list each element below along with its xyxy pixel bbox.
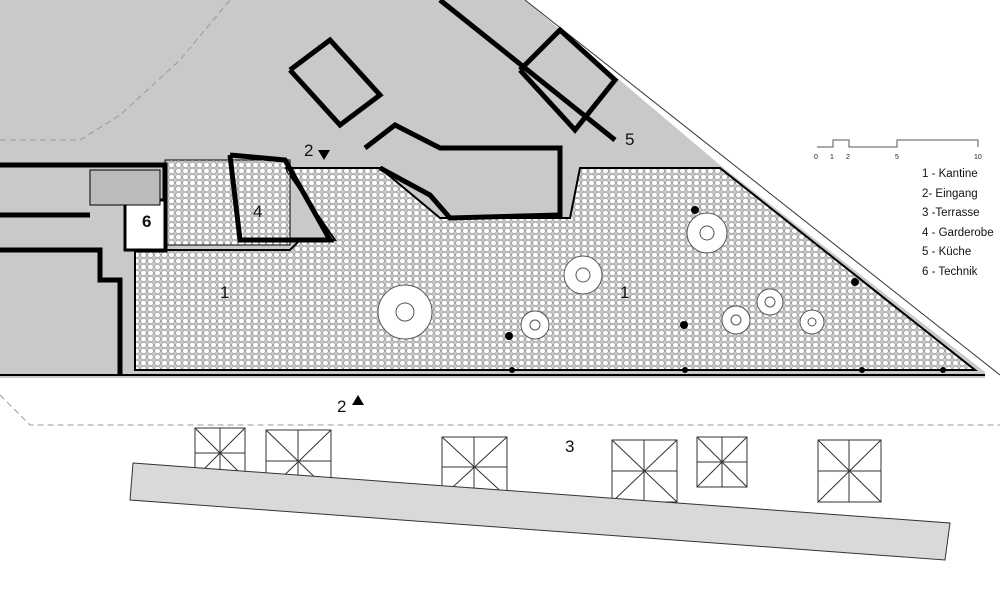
label-kueche: 5 [625, 130, 635, 149]
dashed-outline [0, 394, 1000, 426]
stair-core [89, 169, 161, 206]
label-kantine: 1 [220, 283, 230, 302]
street-edge [524, 0, 1000, 376]
label-kantine: 1 [620, 283, 630, 302]
bench [129, 462, 951, 561]
legend: 1 - Kantine 2- Eingang 3 -Terrasse 4 - G… [922, 165, 994, 282]
legend-item: 3 -Terrasse [922, 207, 980, 219]
scale-tick: 0 [814, 154, 818, 161]
legend-item: 6 - Technik [922, 265, 978, 278]
technik-room [123, 198, 167, 252]
scale-tick: 2 [846, 154, 850, 161]
label-technik: 6 [142, 212, 152, 231]
entrance-marker-bottom [352, 395, 364, 405]
legend-item: 2- Eingang [922, 187, 978, 200]
label-eingang: 2 [304, 141, 314, 160]
label-garderobe: 4 [253, 202, 263, 221]
dashed-outline [0, 0, 231, 141]
legend-item: 1 - Kantine [922, 168, 978, 180]
ceiling-lights [377, 212, 825, 340]
label-terrasse: 3 [565, 437, 575, 456]
label-eingang: 2 [337, 397, 347, 416]
legend-item: 4 - Garderobe [922, 226, 994, 239]
columns [505, 206, 946, 373]
scale-tick: 10 [974, 154, 982, 161]
entrance-marker-top [318, 150, 330, 160]
legend-item: 5 - Küche [922, 246, 972, 258]
scale-tick: 5 [895, 154, 899, 161]
scale-bar [817, 139, 979, 148]
scale-tick: 1 [830, 154, 834, 161]
